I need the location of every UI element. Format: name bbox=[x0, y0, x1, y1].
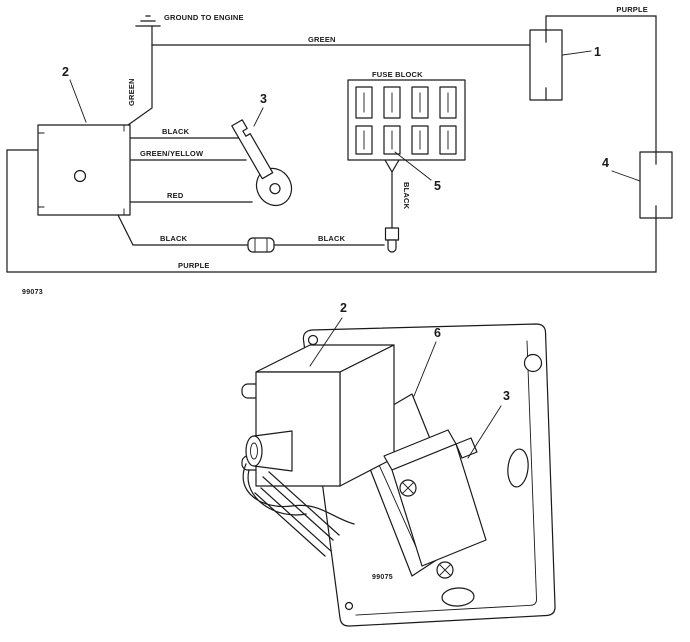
switch-body bbox=[391, 443, 487, 567]
fuse-block-label: FUSE BLOCK bbox=[372, 70, 423, 79]
component-2-terminal bbox=[73, 169, 87, 183]
wire-label-green-vertical: GREEN bbox=[127, 78, 136, 106]
wire-label-black-lower-right: BLACK bbox=[318, 234, 346, 243]
assembly-leader-2 bbox=[309, 317, 343, 367]
assembly-leader-3 bbox=[467, 405, 502, 459]
panel-hole-top-left bbox=[307, 334, 319, 346]
relay-terminal-blades bbox=[254, 471, 340, 557]
ground-label: GROUND TO ENGINE bbox=[164, 13, 244, 22]
assembly-callout-6: 6 bbox=[434, 326, 441, 340]
wire-label-purple-top: PURPLE bbox=[616, 5, 648, 14]
callout-leader-5 bbox=[394, 151, 432, 181]
schematic-diagram: GROUND TO ENGINE GREEN PURPLE GREEN BLAC… bbox=[6, 5, 673, 296]
schematic-callout-1: 1 bbox=[594, 45, 601, 59]
relay-wires bbox=[242, 463, 355, 525]
callout-leader-3 bbox=[253, 107, 264, 127]
ground-symbol bbox=[135, 15, 161, 27]
component-3-key bbox=[231, 119, 293, 207]
key-hole bbox=[269, 183, 281, 195]
relay-tab-upper bbox=[241, 383, 257, 399]
purple-wire-bottom bbox=[6, 149, 657, 273]
schematic-callout-5: 5 bbox=[434, 179, 441, 193]
inline-connector bbox=[247, 237, 275, 253]
panel-inner-edge bbox=[355, 340, 537, 616]
bullet-connector bbox=[384, 227, 400, 253]
wire-label-green-yellow: GREEN/YELLOW bbox=[140, 149, 204, 158]
callout-leader-1 bbox=[562, 50, 592, 56]
assembly-drawing: 2 6 3 99075 bbox=[241, 301, 556, 627]
component-4-box bbox=[639, 151, 673, 219]
wire-label-black-lower-left: BLACK bbox=[160, 234, 188, 243]
schematic-callout-3: 3 bbox=[260, 92, 267, 106]
wire-label-green-top: GREEN bbox=[308, 35, 336, 44]
relay-assembly bbox=[241, 344, 395, 557]
schematic-figure-number: 99073 bbox=[22, 289, 43, 296]
switch-plunger bbox=[455, 437, 478, 459]
panel-slot-bottom bbox=[441, 587, 475, 607]
relay-front-face bbox=[255, 371, 341, 487]
plunger-switch bbox=[383, 429, 487, 579]
schematic-callout-4: 4 bbox=[602, 156, 609, 170]
ground-wire bbox=[127, 25, 153, 126]
fuse-block bbox=[347, 79, 466, 161]
assembly-leader-6 bbox=[413, 341, 437, 397]
relay-plug-face bbox=[245, 435, 263, 467]
assembly-callout-3: 3 bbox=[503, 389, 510, 403]
component-1-box bbox=[529, 29, 563, 101]
callout-leader-4 bbox=[611, 170, 641, 182]
callout-leader-2 bbox=[69, 79, 87, 123]
purple-wire-top bbox=[545, 15, 657, 153]
wire-label-black-key: BLACK bbox=[162, 127, 190, 136]
panel-hole-top-right bbox=[523, 353, 543, 373]
panel-hole-bottom-left bbox=[344, 601, 354, 611]
relay-plug-core bbox=[250, 442, 258, 460]
schematic-callout-2: 2 bbox=[62, 65, 69, 79]
wire-label-red: RED bbox=[167, 191, 184, 200]
assembly-figure-number: 99075 bbox=[372, 574, 393, 581]
panel-slot-right bbox=[507, 448, 529, 488]
wire-label-black-fuse-drop: BLACK bbox=[402, 182, 411, 210]
component-2-box bbox=[37, 124, 131, 216]
fuse-drop-wire bbox=[384, 159, 400, 229]
black-wire-bottom bbox=[117, 214, 385, 246]
assembly-callout-2: 2 bbox=[340, 301, 347, 315]
wire-label-purple-bottom: PURPLE bbox=[178, 261, 210, 270]
